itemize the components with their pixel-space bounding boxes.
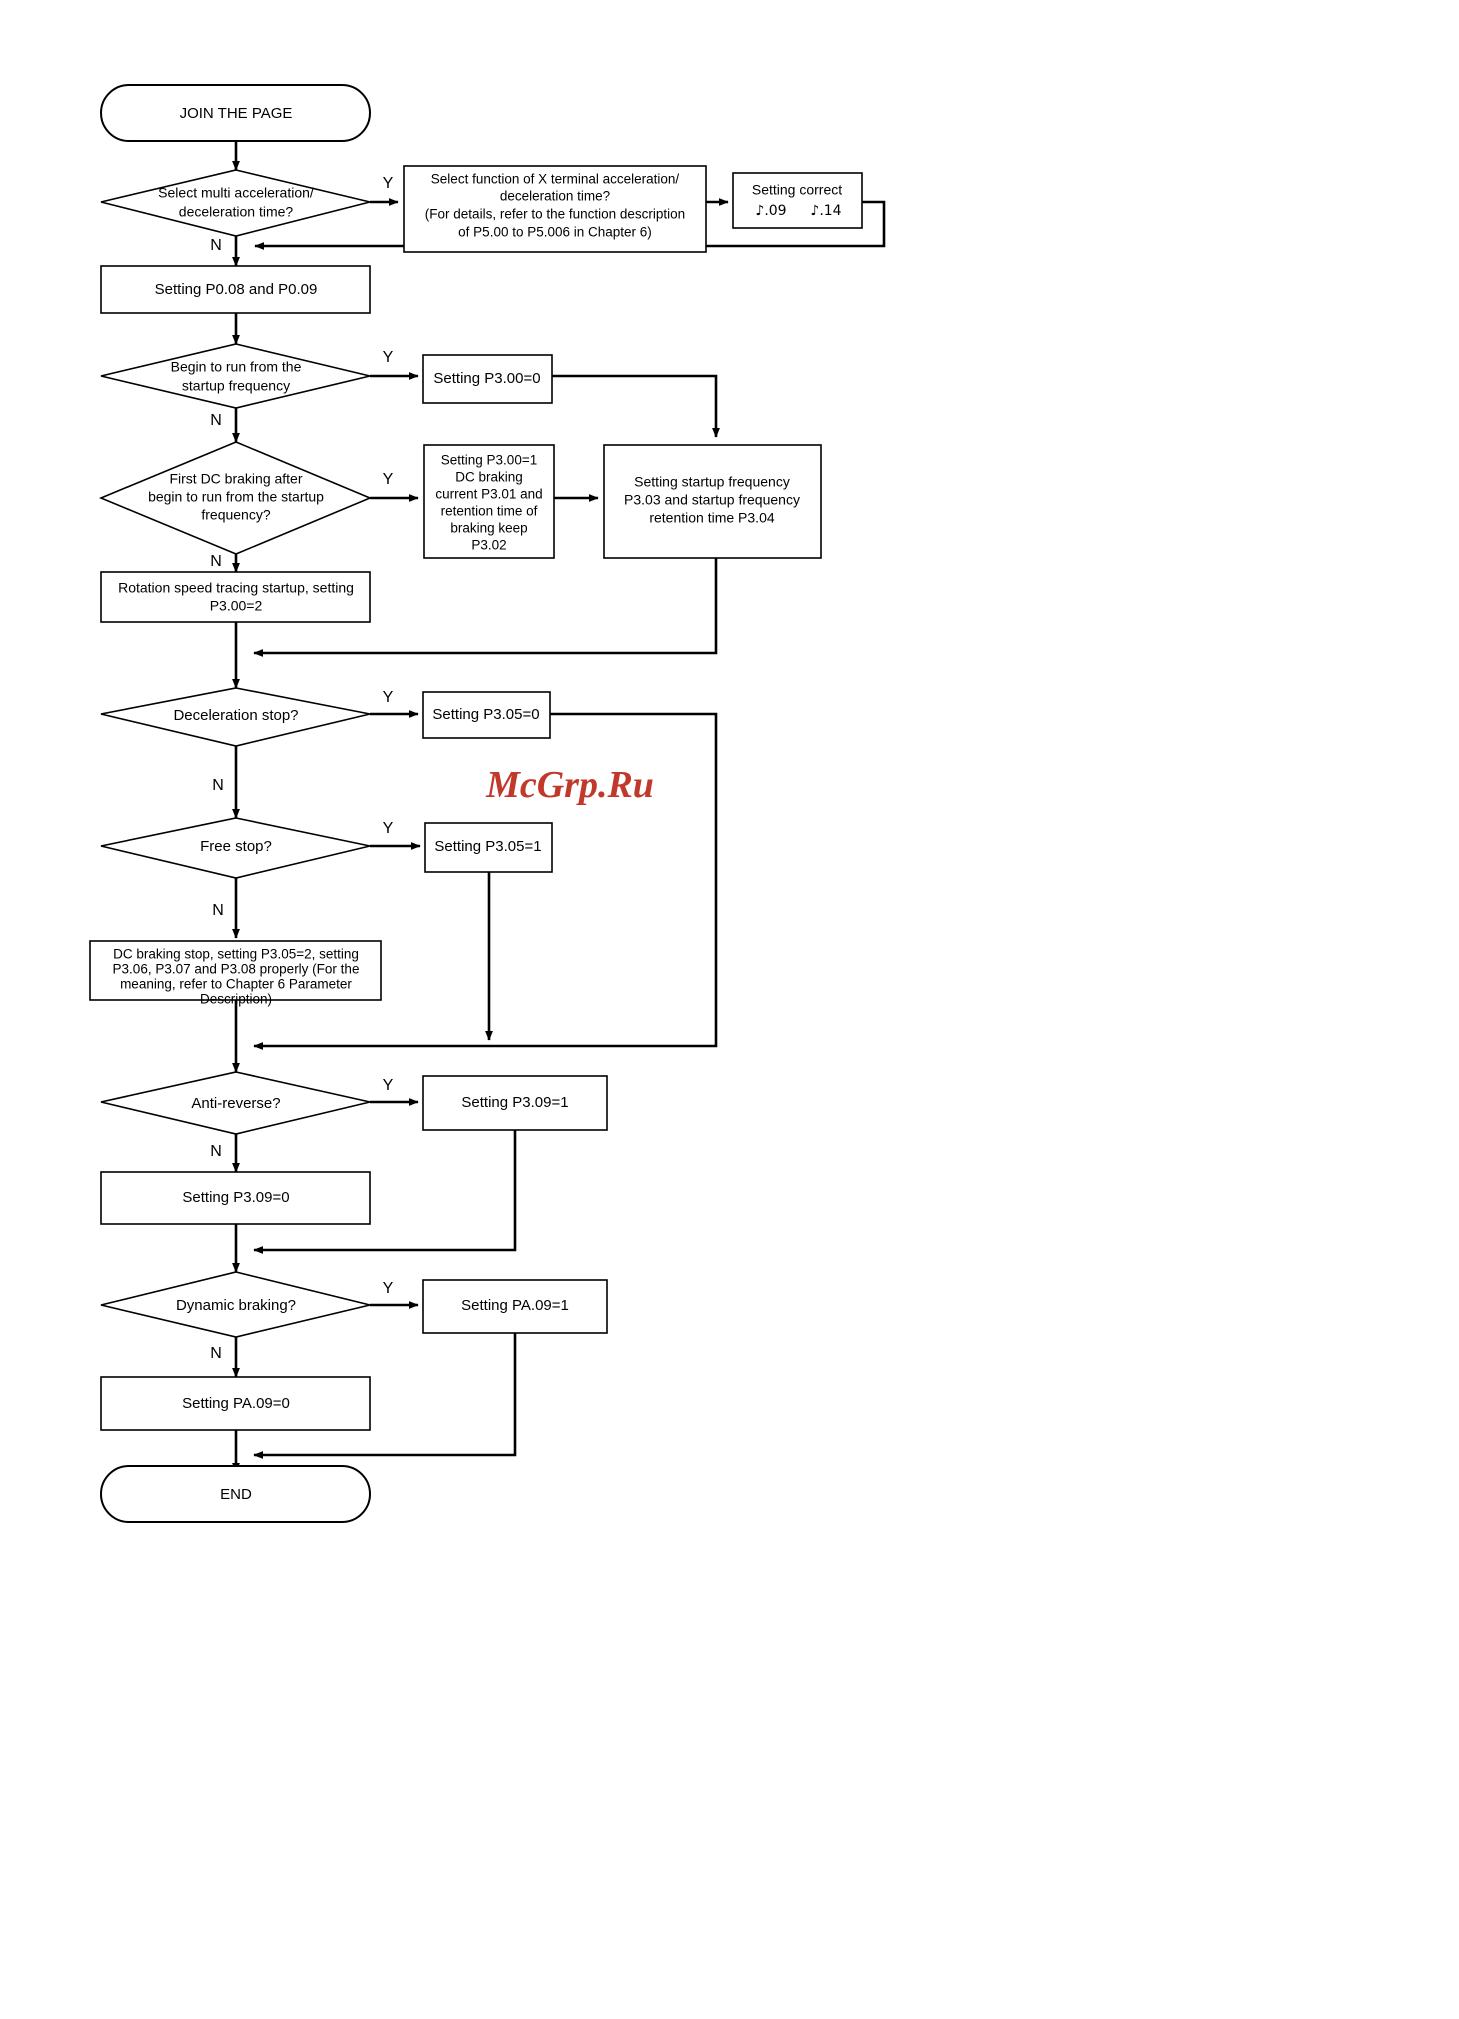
begin-to-run-line1: Begin to run from the	[171, 359, 302, 375]
startup-freq-line2: P3.03 and startup frequency	[624, 492, 800, 508]
join-the-page-label: JOIN THE PAGE	[180, 105, 293, 122]
first-dc-braking-line1: First DC braking after	[169, 471, 302, 487]
edge-p300-0-to-startupfreq	[552, 374, 720, 438]
multi-acceleration-line1: Select multi acceleration/	[158, 185, 314, 201]
node-rotation-speed-tracing[interactable]: Rotation speed tracing startup, setting …	[100, 571, 371, 623]
startup-freq-line1: Setting startup frequency	[634, 474, 790, 490]
setting-correct-param-end: ♪.14	[810, 203, 841, 219]
edge-p305-0-return	[253, 712, 718, 1050]
rotation-trace-line1: Rotation speed tracing startup, setting	[118, 580, 354, 596]
branch-label-firstdc-yes: Y	[383, 471, 394, 488]
branch-label-decelstop-yes: Y	[383, 689, 394, 706]
node-setting-pa09-0[interactable]: Setting PA.09=0	[100, 1376, 371, 1431]
node-dynamic-braking-decision[interactable]: Dynamic braking?	[100, 1271, 371, 1338]
setting-p305-1-label: Setting P3.05=1	[434, 838, 541, 855]
branch-label-freestop-no: N	[212, 902, 224, 919]
multi-acceleration-line2: deceleration time?	[179, 204, 294, 220]
edge-startupfreq-return	[253, 558, 718, 657]
node-setting-p309-0[interactable]: Setting P3.09=0	[100, 1171, 371, 1225]
p300-1-line6: P3.02	[471, 538, 506, 553]
node-begin-to-run-decision[interactable]: Begin to run from the startup frequency	[100, 343, 371, 409]
node-multi-acceleration-decision[interactable]: Select multi acceleration/ deceleration …	[100, 169, 371, 237]
node-deceleration-stop-decision[interactable]: Deceleration stop?	[100, 687, 371, 747]
branch-label-multiaccel-yes: Y	[383, 175, 394, 192]
x-terminal-line2: deceleration time?	[500, 189, 610, 204]
x-terminal-line4: of P5.00 to P5.006 in Chapter 6)	[458, 225, 652, 240]
startup-freq-line3: retention time P3.04	[649, 510, 775, 526]
dynamic-braking-label: Dynamic braking?	[176, 1297, 296, 1314]
p300-1-line3: current P3.01 and	[435, 487, 542, 502]
node-join-the-page[interactable]: JOIN THE PAGE	[100, 84, 371, 142]
node-dc-braking-stop[interactable]: DC braking stop, setting P3.05=2, settin…	[89, 940, 382, 1007]
node-x-terminal-function[interactable]: Select function of X terminal accelerati…	[403, 165, 707, 253]
p300-1-line4: retention time of	[441, 504, 538, 519]
p300-1-line2: DC braking	[455, 470, 523, 485]
x-terminal-line1: Select function of X terminal accelerati…	[431, 172, 680, 187]
x-terminal-line3: (For details, refer to the function desc…	[425, 207, 685, 222]
branch-label-freestop-yes: Y	[383, 820, 394, 837]
setting-p309-0-label: Setting P3.09=0	[182, 1189, 289, 1206]
setting-p309-1-label: Setting P3.09=1	[461, 1094, 568, 1111]
branch-label-decelstop-no: N	[212, 777, 224, 794]
node-first-dc-braking-decision[interactable]: First DC braking after begin to run from…	[98, 441, 373, 555]
setting-p300-0-label: Setting P3.00=0	[433, 370, 540, 387]
node-end[interactable]: END	[100, 1465, 371, 1523]
end-label: END	[220, 1486, 252, 1503]
dc-brake-stop-line3: meaning, refer to Chapter 6 Parameter	[120, 977, 352, 992]
node-setting-p309-1[interactable]: Setting P3.09=1	[422, 1075, 608, 1131]
branch-label-antireverse-no: N	[210, 1143, 222, 1160]
node-setting-startup-frequency[interactable]: Setting startup frequency P3.03 and star…	[603, 444, 822, 559]
edge-p309-1-return	[253, 1130, 517, 1254]
node-setting-p300-1-dc-braking[interactable]: Setting P3.00=1 DC braking current P3.01…	[423, 444, 555, 559]
p300-1-line5: braking keep	[450, 521, 527, 536]
setting-correct-param-start: ♪.09	[755, 203, 786, 219]
edge-pa09-1-return	[253, 1333, 517, 1459]
node-setting-correct[interactable]: Setting correct ♪.09 ♪.14	[732, 172, 863, 229]
setting-p008-p009-label: Setting P0.08 and P0.09	[155, 281, 318, 298]
branch-label-dynamicbraking-no: N	[210, 1345, 222, 1362]
node-setting-p300-0[interactable]: Setting P3.00=0	[422, 354, 553, 404]
free-stop-label: Free stop?	[200, 838, 272, 855]
branch-label-beginrun-yes: Y	[383, 349, 394, 366]
setting-pa09-1-label: Setting PA.09=1	[461, 1297, 569, 1314]
branch-label-dynamicbraking-yes: Y	[383, 1280, 394, 1297]
first-dc-braking-line3: frequency?	[201, 507, 270, 523]
node-setting-p305-1[interactable]: Setting P3.05=1	[424, 822, 553, 873]
rotation-trace-line2: P3.00=2	[210, 598, 263, 614]
dc-brake-stop-line2: P3.06, P3.07 and P3.08 properly (For the	[113, 962, 360, 977]
p300-1-line1: Setting P3.00=1	[441, 453, 537, 468]
node-free-stop-decision[interactable]: Free stop?	[100, 817, 371, 879]
dc-brake-stop-line1: DC braking stop, setting P3.05=2, settin…	[113, 947, 359, 962]
node-setting-p008-p009[interactable]: Setting P0.08 and P0.09	[100, 265, 371, 314]
dc-brake-stop-line4: Description)	[200, 992, 272, 1007]
setting-correct-line1: Setting correct	[752, 182, 842, 198]
branch-label-firstdc-no: N	[210, 553, 222, 570]
begin-to-run-line2: startup frequency	[182, 378, 290, 394]
first-dc-braking-line2: begin to run from the startup	[148, 489, 324, 505]
branch-label-beginrun-no: N	[210, 412, 222, 429]
setting-pa09-0-label: Setting PA.09=0	[182, 1395, 290, 1412]
branch-label-multiaccel-no: N	[210, 237, 222, 254]
watermark-mcgrp: McGrp.Ru	[485, 764, 654, 806]
node-anti-reverse-decision[interactable]: Anti-reverse?	[100, 1071, 371, 1135]
node-setting-p305-0[interactable]: Setting P3.05=0	[422, 691, 551, 739]
node-setting-pa09-1[interactable]: Setting PA.09=1	[422, 1279, 608, 1334]
setting-p305-0-label: Setting P3.05=0	[432, 706, 539, 723]
branch-label-antireverse-yes: Y	[383, 1077, 394, 1094]
deceleration-stop-label: Deceleration stop?	[173, 707, 298, 724]
anti-reverse-label: Anti-reverse?	[191, 1095, 280, 1112]
edges-layer	[232, 141, 886, 1473]
